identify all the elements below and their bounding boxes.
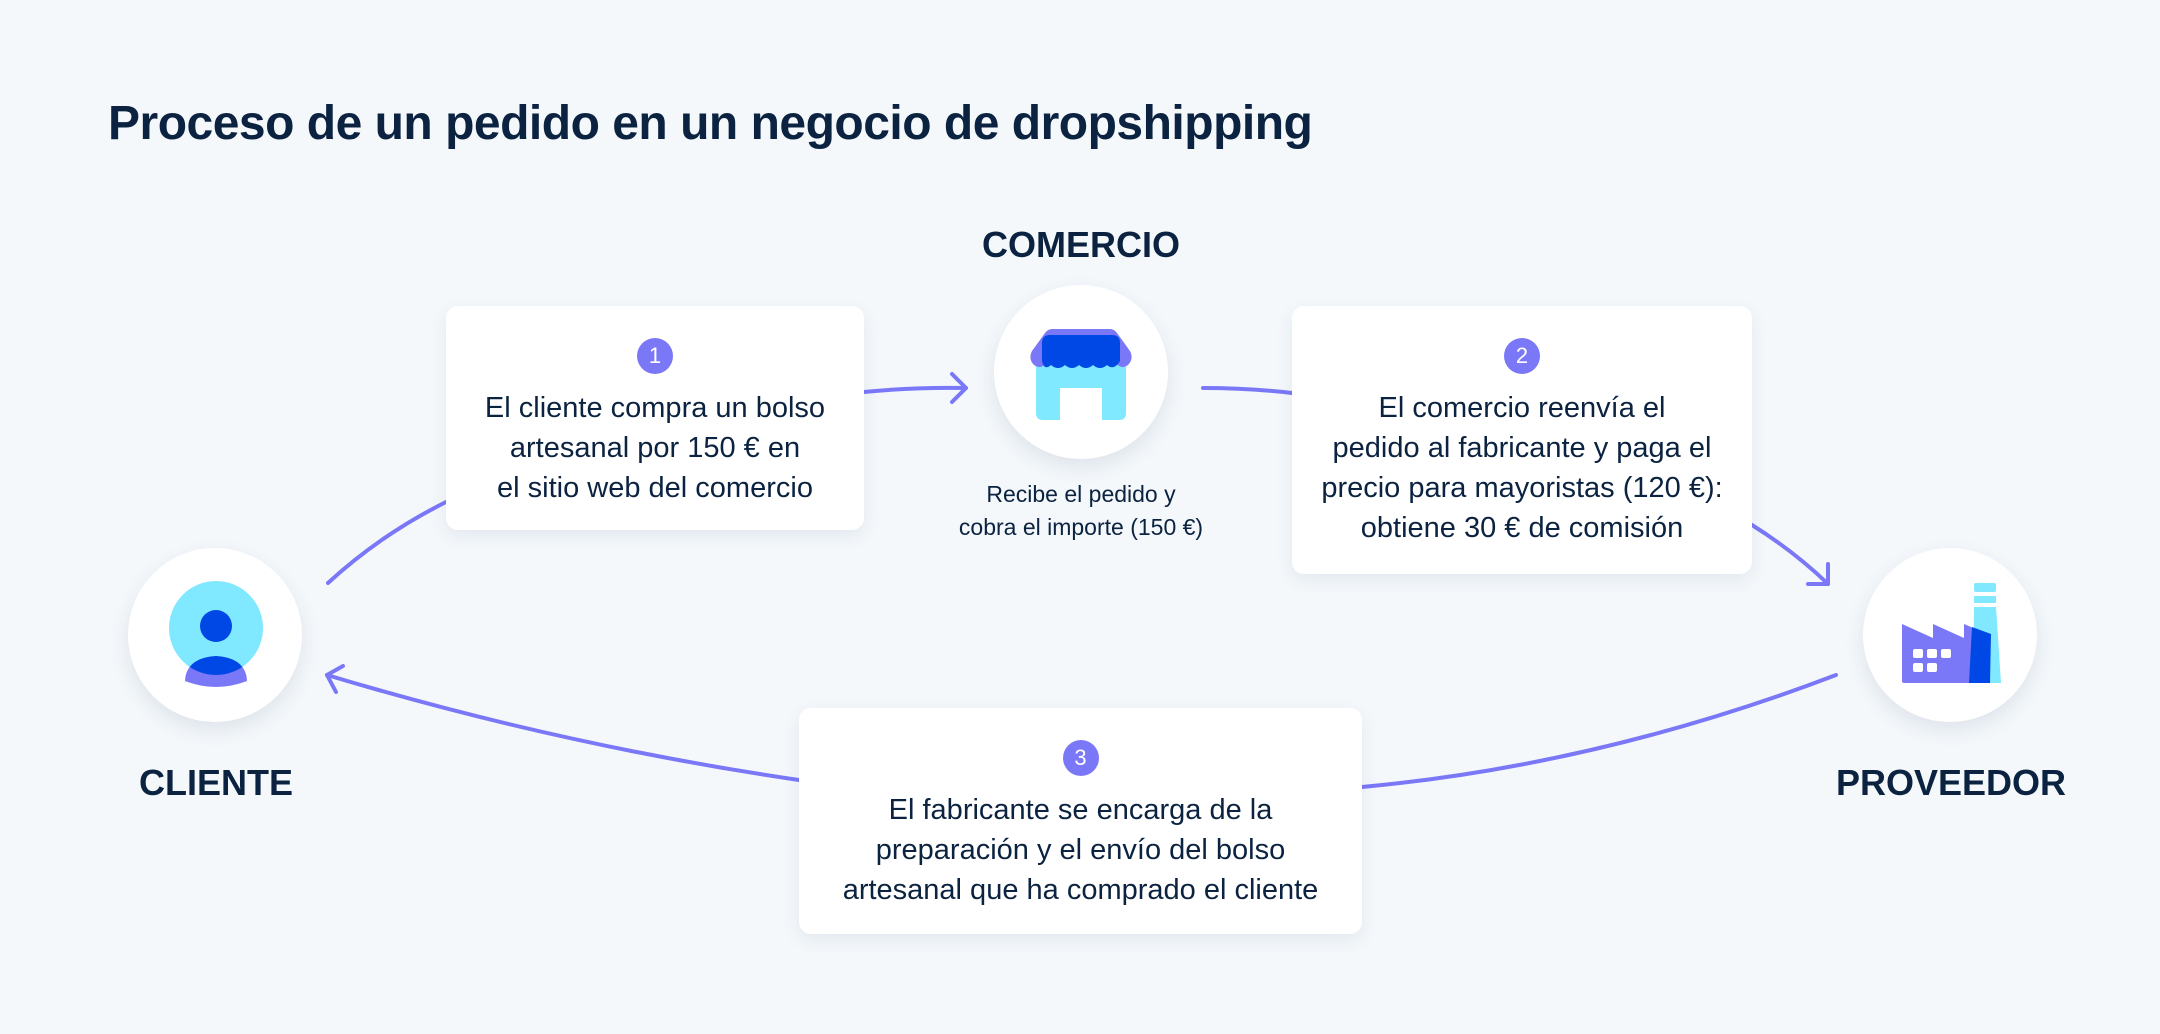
proveedor-label: PROVEEDOR xyxy=(1835,762,2067,803)
step-description: El fabricante se encarga de la preparaci… xyxy=(842,794,1319,906)
comercio-caption: Recibe el pedido y cobra el importe (150… xyxy=(958,481,1204,540)
page-title: Proceso de un pedido en un negocio de dr… xyxy=(108,97,1313,150)
step-card-2: 2 El comercio reenvía el pedido al fabri… xyxy=(1292,306,1752,574)
step-number-badge: 2 xyxy=(1504,338,1540,374)
connector-step2-to-proveedor xyxy=(1750,523,1830,586)
comercio-label: COMERCIO xyxy=(982,224,1180,265)
arrowhead-cliente-icon xyxy=(325,664,345,694)
connector-proveedor-to-step3 xyxy=(1360,673,1838,789)
person-icon xyxy=(169,581,263,687)
arrowhead-comercio-icon xyxy=(950,372,968,404)
comercio-node xyxy=(994,285,1168,459)
step-card-3: 3 El fabricante se encarga de la prepara… xyxy=(799,708,1362,934)
proveedor-node xyxy=(1863,548,2037,722)
step-card-1: 1 El cliente compra un bolso artesanal p… xyxy=(446,306,864,530)
step-description: El comercio reenvía el pedido al fabrica… xyxy=(1321,392,1723,544)
connector-comercio-to-step2 xyxy=(1201,386,1294,395)
step-number-badge: 1 xyxy=(637,338,673,374)
connector-step1-to-comercio xyxy=(862,385,968,394)
step-description: El cliente compra un bolso artesanal por… xyxy=(484,392,826,504)
cliente-label: CLIENTE xyxy=(138,762,294,803)
store-icon xyxy=(1030,329,1132,420)
connector-step3-to-cliente xyxy=(325,673,801,782)
step-number-badge: 3 xyxy=(1062,740,1099,776)
factory-icon xyxy=(1902,583,2001,683)
arrowhead-proveedor-icon xyxy=(1806,562,1830,586)
connector-cliente-to-step1 xyxy=(326,500,448,585)
cliente-node xyxy=(128,548,302,722)
